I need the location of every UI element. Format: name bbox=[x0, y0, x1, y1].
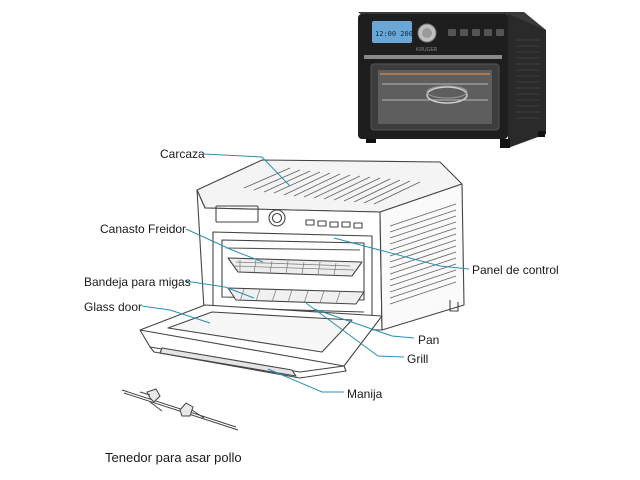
label-glass-door: Glass door bbox=[84, 300, 143, 314]
grill-rack bbox=[227, 287, 365, 305]
control-button bbox=[472, 29, 480, 36]
glass-door bbox=[139, 304, 383, 379]
oven-display bbox=[372, 21, 412, 43]
door-handle bbox=[159, 347, 297, 377]
leader-pan bbox=[313, 308, 415, 339]
oven-line-drawing bbox=[139, 159, 465, 379]
display-window bbox=[215, 205, 259, 223]
door-handle bbox=[364, 55, 502, 59]
leader-manija bbox=[267, 368, 344, 393]
label-tenedor-para-asar-pollo: Tenedor para asar pollo bbox=[105, 450, 242, 465]
label-manija: Manija bbox=[347, 387, 383, 401]
leader-carcaza bbox=[203, 153, 291, 187]
leader-grill bbox=[305, 302, 405, 358]
control-button bbox=[448, 29, 456, 36]
control-button bbox=[460, 29, 468, 36]
label-canasto-freidor: Canasto Freidor bbox=[100, 222, 187, 236]
label-grill: Grill bbox=[407, 352, 429, 366]
label-pan: Pan bbox=[418, 333, 440, 347]
label-carcaza: Carcaza bbox=[160, 147, 205, 161]
leader-canasto bbox=[185, 228, 264, 263]
control-button bbox=[496, 29, 504, 36]
rotisserie-fork bbox=[121, 388, 239, 431]
leader-panel bbox=[333, 237, 470, 270]
leader-bandeja bbox=[184, 280, 255, 299]
oven-display-text: 12:00 200 bbox=[375, 30, 413, 38]
control-buttons bbox=[305, 219, 363, 229]
leader-lines bbox=[141, 153, 470, 393]
control-dial bbox=[268, 209, 286, 227]
fry-basket bbox=[227, 257, 363, 277]
label-panel-de-control: Panel de control bbox=[472, 263, 559, 277]
brand-text: KRUGER bbox=[416, 47, 438, 53]
product-photo: 12:00 200 KRUGER bbox=[358, 12, 546, 148]
leader-glass bbox=[141, 305, 211, 324]
control-button bbox=[484, 29, 492, 36]
label-bandeja-para-migas: Bandeja para migas bbox=[84, 275, 191, 289]
